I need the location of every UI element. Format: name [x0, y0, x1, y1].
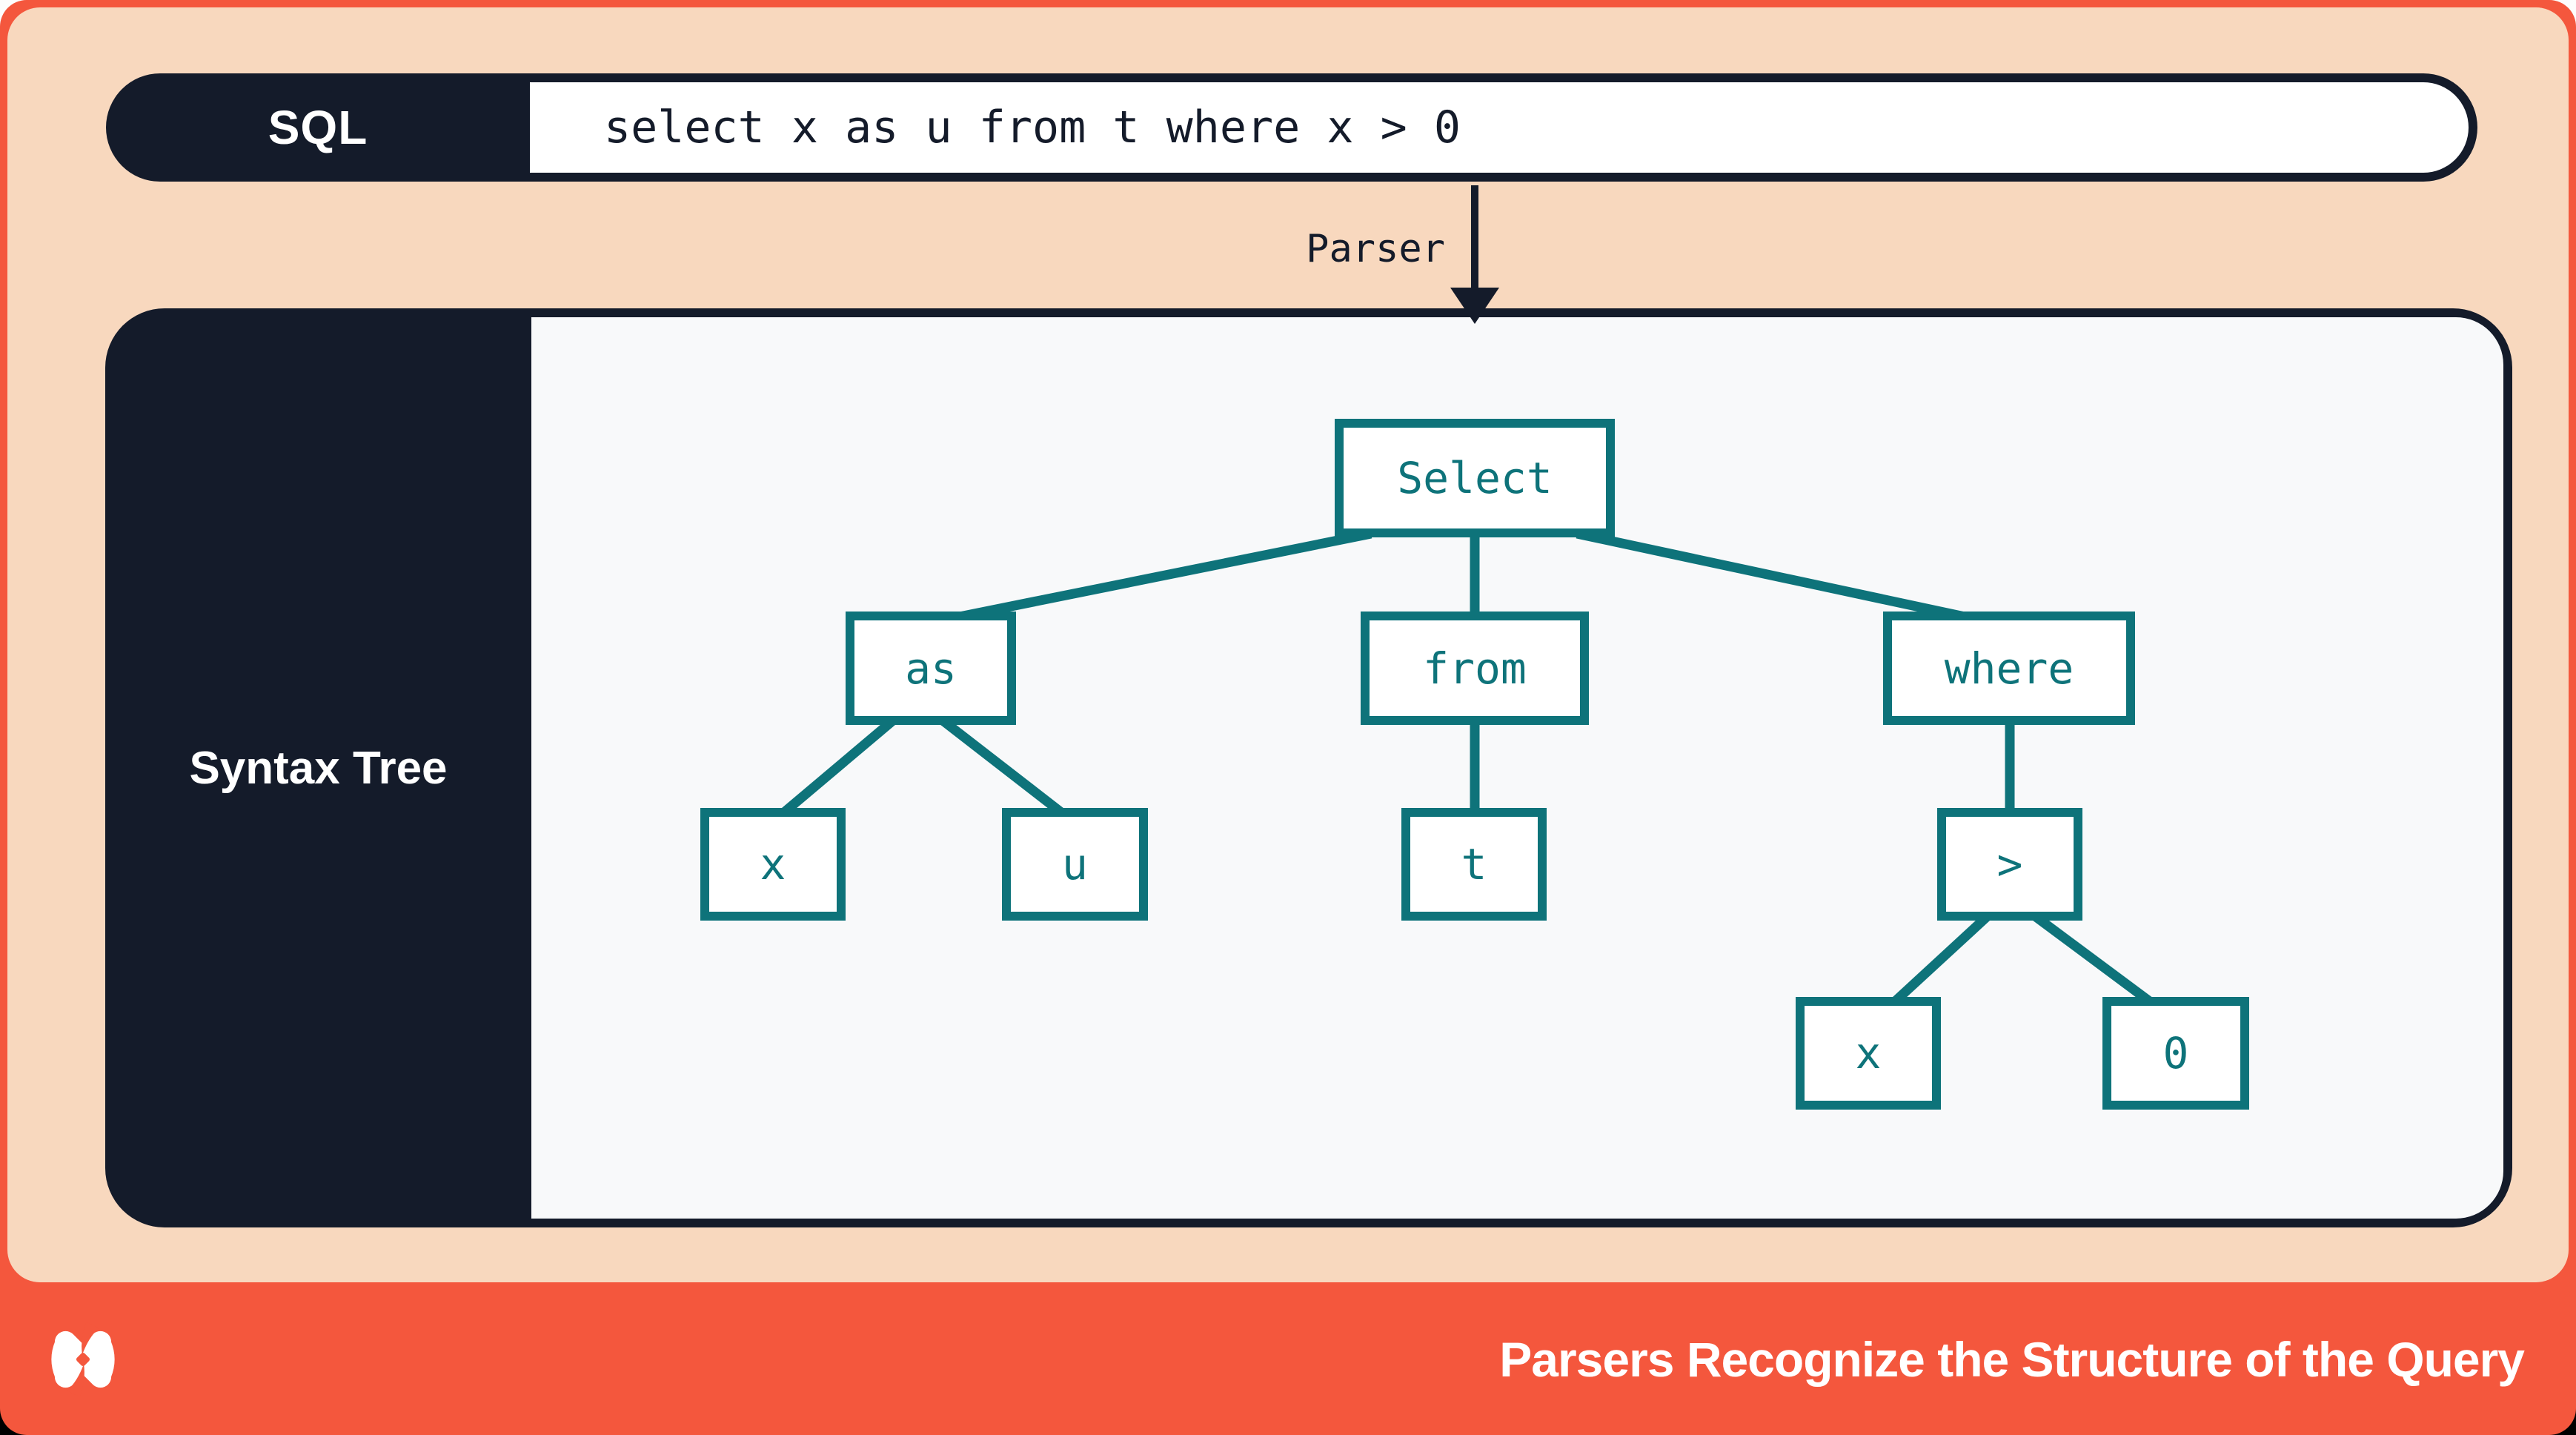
tree-node-t: t — [1401, 808, 1547, 921]
sql-bar-label: SQL — [268, 101, 368, 154]
tree-node-greater-than: > — [1937, 808, 2082, 921]
syntax-tree-panel-label: Syntax Tree — [189, 742, 448, 794]
slide-title: Parsers Recognize the Structure of the Q… — [1499, 1332, 2525, 1387]
dbt-logo-icon — [51, 1322, 115, 1396]
parser-step-label: Parser — [1306, 227, 1445, 271]
tree-node-x-alias: x — [700, 808, 846, 921]
sql-bar-input-area: select x as u from t where x > 0 — [530, 82, 2469, 173]
sql-query-text: select x as u from t where x > 0 — [604, 102, 1461, 153]
tree-node-x-operand: x — [1796, 997, 1941, 1110]
tree-node-from: from — [1361, 612, 1589, 725]
tree-node-where: where — [1883, 612, 2135, 725]
sql-bar: select x as u from t where x > 0 SQL — [106, 73, 2477, 182]
tree-node-zero: 0 — [2102, 997, 2249, 1110]
tree-node-as: as — [846, 612, 1016, 725]
tree-node-u: u — [1002, 808, 1148, 921]
tree-node-select: Select — [1335, 419, 1615, 537]
